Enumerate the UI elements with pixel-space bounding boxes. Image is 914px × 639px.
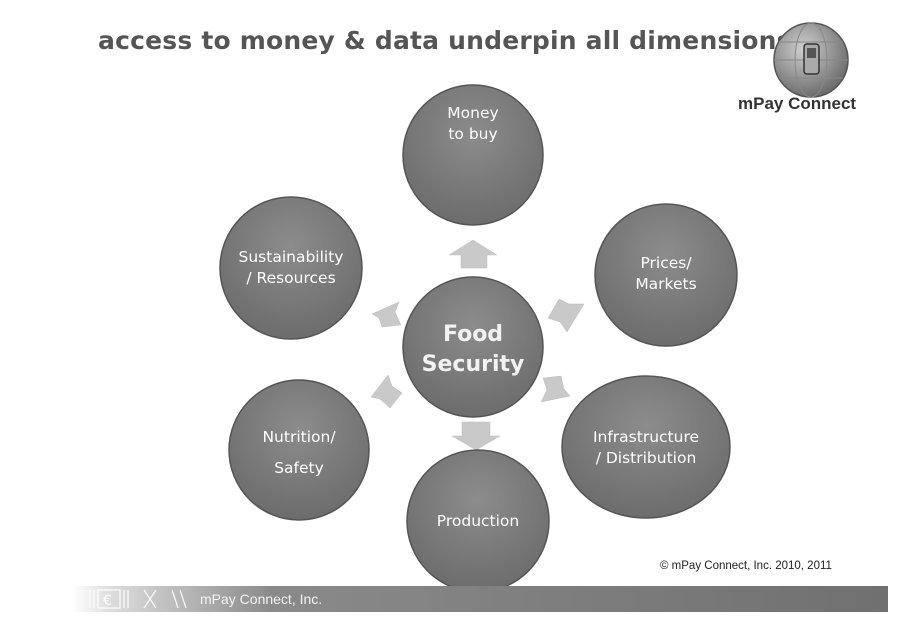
node-nutrition [228,379,370,521]
svg-text:€: € [103,593,112,609]
node-sustainability [219,196,363,340]
arrow-upper-left [371,301,402,328]
node-center [402,276,544,418]
arrow-upper-right [547,298,585,333]
node-sustainability-label: Sustainability/ Resources [238,248,344,287]
node-prices [594,203,738,347]
node-money [402,84,544,226]
arrow-lower-right [540,375,571,403]
currency-symbols-icon: € [89,589,187,609]
node-production-label: Production [436,512,520,530]
globe-phone-logo-icon [773,22,849,98]
footer-company-name: mPay Connect, Inc. [200,591,323,607]
node-nutrition-label: Nutrition/Safety [262,428,336,477]
node-infrastructure-label: Infrastructure/ Distribution [592,428,700,467]
node-infrastructure [561,375,731,519]
slide-title: access to money & data underpin all dime… [98,26,792,55]
copyright-text: © mPay Connect, Inc. 2010, 2011 [660,560,832,572]
node-prices-label: Prices/Markets [635,254,697,293]
arrow-up [448,239,498,269]
arrow-lower-left [370,374,403,409]
footer-bar [72,586,888,612]
arrow-down [451,421,501,451]
brand-name: mPay Connect [738,94,857,113]
